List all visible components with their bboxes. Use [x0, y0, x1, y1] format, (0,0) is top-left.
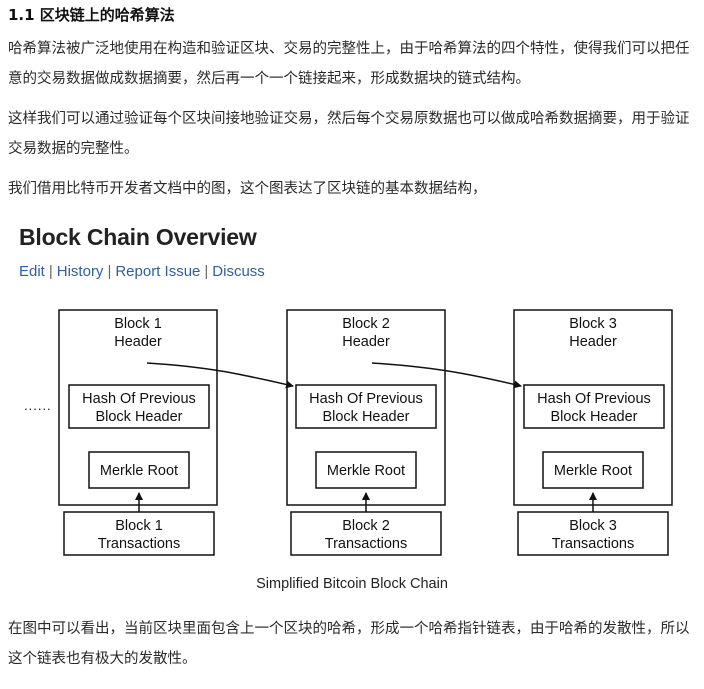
- block-1-hash-line1: Hash Of Previous: [82, 391, 196, 407]
- report-issue-link[interactable]: Report Issue: [115, 263, 201, 280]
- discuss-link[interactable]: Discuss: [212, 263, 265, 280]
- block-3-merkle-box: [542, 451, 644, 489]
- section-heading: 1.1 区块链上的哈希算法: [8, 6, 175, 24]
- block-3: Block 3 Header Hash Of Previous Block He…: [513, 309, 673, 556]
- block-2: Block 2 Header Hash Of Previous Block He…: [286, 309, 446, 556]
- figure-links: Edit|History|Report Issue|Discuss: [19, 263, 265, 280]
- paragraph-intro: 哈希算法被广泛地使用在构造和验证区块、交易的完整性上，由于哈希算法的四个特性，使…: [8, 41, 690, 87]
- link-separator: |: [204, 263, 209, 280]
- block-1-merkle-box: [88, 451, 190, 489]
- edit-link[interactable]: Edit: [19, 263, 45, 280]
- block-1-to-block-2-arrow: [146, 362, 294, 389]
- block-2-header-line2: Header: [342, 334, 390, 350]
- block-2-hash-box: [295, 384, 437, 429]
- block-3-header-line2: Header: [569, 334, 617, 350]
- block-3-merkle-label: Merkle Root: [554, 463, 632, 479]
- block-2-hash-line2: Block Header: [322, 409, 409, 425]
- figure-caption: Simplified Bitcoin Block Chain: [256, 576, 448, 592]
- block-chain-figure: Block Chain Overview Edit|History|Report…: [0, 212, 704, 608]
- block-1-hash-line2: Block Header: [95, 409, 182, 425]
- block-2-tx-line1: Block 2: [342, 518, 390, 534]
- block-3-header-line1: Block 3: [569, 316, 617, 332]
- link-separator: |: [107, 263, 112, 280]
- block-2-hash-line1: Hash Of Previous: [309, 391, 423, 407]
- paragraph-conclusion: 在图中可以看出，当前区块里面包含上一个区块的哈希，形成一个哈希指针链表，由于哈希…: [8, 621, 690, 667]
- block-1-header-line1: Block 1: [114, 316, 162, 332]
- paragraph-figure-intro: 我们借用比特币开发者文档中的图，这个图表达了区块链的基本数据结构，: [8, 181, 487, 197]
- block-3-hash-box: [523, 384, 665, 429]
- block-3-hash-line1: Hash Of Previous: [537, 391, 651, 407]
- block-1-header-box: [58, 309, 218, 506]
- block-chain-diagram: ...... Block 1 Header Hash Of Previous B…: [24, 309, 673, 556]
- block-1-hash-box: [68, 384, 210, 429]
- history-link[interactable]: History: [56, 263, 104, 280]
- block-1-header-line2: Header: [114, 334, 162, 350]
- block-1-tx-line1: Block 1: [115, 518, 163, 534]
- link-separator: |: [48, 263, 53, 280]
- block-3-tx-line1: Block 3: [569, 518, 617, 534]
- ellipsis-dots: ......: [24, 398, 52, 413]
- block-1-tx-line2: Transactions: [98, 536, 180, 552]
- block-3-tx-line2: Transactions: [552, 536, 634, 552]
- figure-title: Block Chain Overview: [19, 224, 257, 250]
- paragraph-verification: 这样我们可以通过验证每个区块间接地验证交易，然后每个交易原数据也可以做成哈希数据…: [8, 111, 690, 157]
- block-2-header-line1: Block 2: [342, 316, 390, 332]
- block-3-hash-line2: Block Header: [550, 409, 637, 425]
- block-2-to-block-3-arrow: [371, 362, 522, 389]
- block-1: Block 1 Header Hash Of Previous Block He…: [58, 309, 218, 556]
- block-2-merkle-box: [315, 451, 417, 489]
- block-2-tx-line2: Transactions: [325, 536, 407, 552]
- block-1-merkle-label: Merkle Root: [100, 463, 178, 479]
- block-2-merkle-label: Merkle Root: [327, 463, 405, 479]
